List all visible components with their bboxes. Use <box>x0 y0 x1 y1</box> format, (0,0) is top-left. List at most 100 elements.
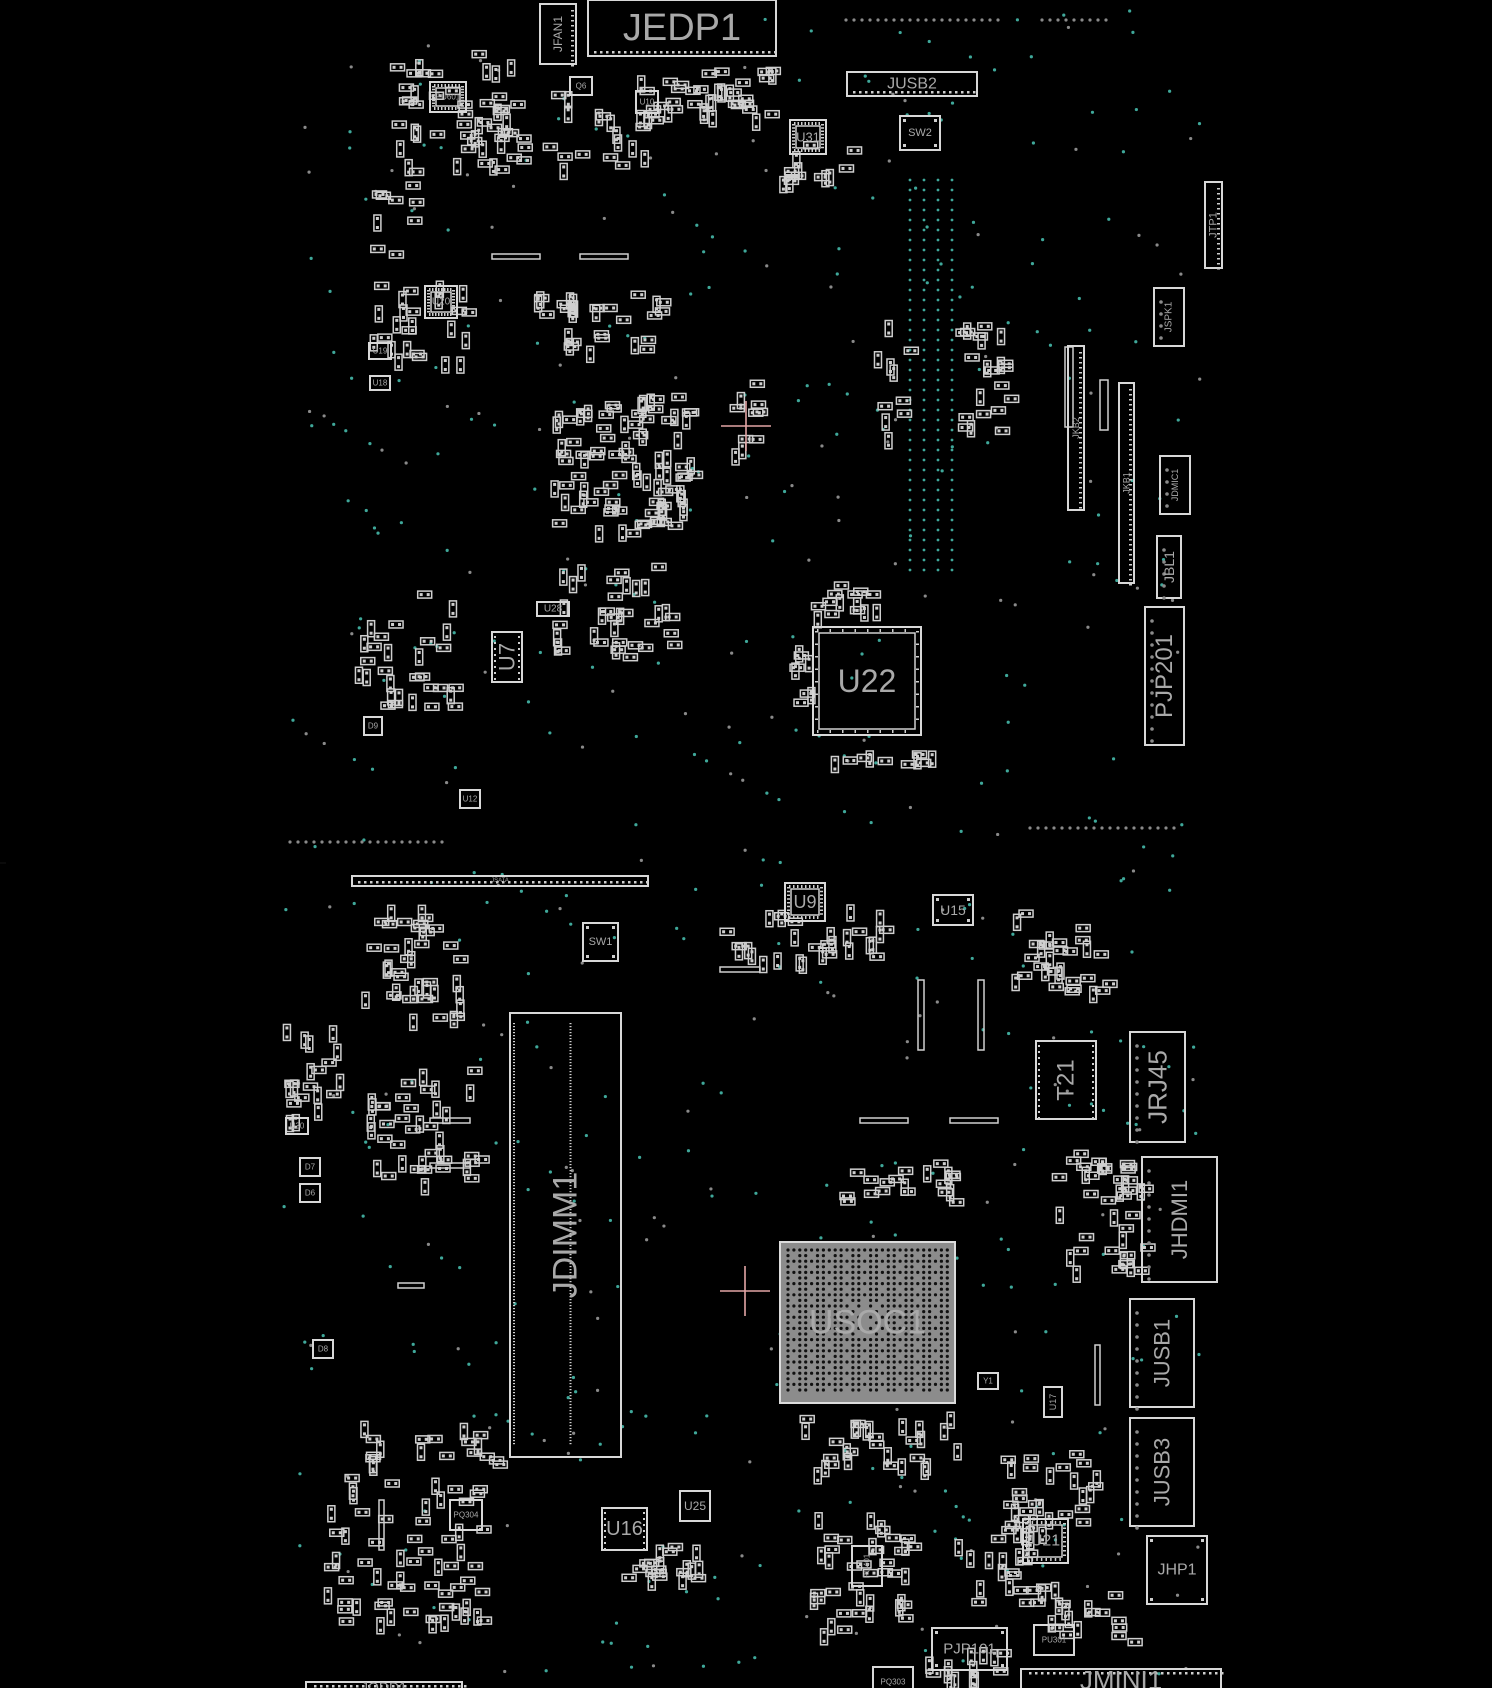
component-u30[interactable]: U30 <box>285 1117 309 1135</box>
component-u18[interactable]: U18 <box>369 375 391 391</box>
component-u20[interactable]: U20 <box>424 285 458 319</box>
via <box>923 1648 928 1653</box>
via <box>922 258 926 262</box>
via <box>940 469 944 473</box>
passive-component <box>479 98 496 108</box>
via <box>309 1343 313 1347</box>
component-t21[interactable]: T21 <box>1035 1040 1097 1120</box>
component-q6[interactable]: Q6 <box>569 76 593 96</box>
via <box>492 639 496 643</box>
passive-component <box>379 1119 395 1129</box>
passive-component <box>368 1455 378 1474</box>
component-jdimm1[interactable]: JDIMM1 <box>509 1012 622 1458</box>
via <box>936 178 940 182</box>
component-jfan1[interactable]: JFAN1 <box>539 3 577 67</box>
component-u10[interactable]: U10 <box>635 90 659 114</box>
via <box>1140 1358 1144 1362</box>
component-u25[interactable]: U25 <box>679 1490 711 1522</box>
component-sw1[interactable]: SW1 <box>582 922 619 962</box>
passive-component <box>687 470 704 480</box>
passive-component <box>654 605 663 623</box>
passive-component <box>384 959 393 977</box>
via <box>307 170 311 174</box>
component-jusb1[interactable]: JUSB1 <box>1129 1298 1195 1411</box>
component-pu301[interactable]: PU301 <box>1033 1624 1075 1656</box>
component-jtp1[interactable]: JTP1 <box>1204 181 1223 270</box>
component-u31[interactable]: U31 <box>789 119 827 155</box>
component-label: D7 <box>305 1163 316 1172</box>
via <box>992 68 997 72</box>
component-u19[interactable]: U19 <box>368 342 392 360</box>
component-pu601[interactable]: PU601 <box>429 81 467 113</box>
via <box>288 840 292 844</box>
component-u22[interactable]: U22 <box>812 626 922 736</box>
component-jspk1[interactable]: JSPK1 <box>1153 287 1185 347</box>
component-label: JTP1 <box>1208 212 1220 238</box>
component-sw2[interactable]: SW2 <box>899 115 941 151</box>
component-jmini1[interactable]: JMINI1 <box>1020 1665 1224 1688</box>
component-pq303[interactable]: PQ303 <box>872 1666 914 1688</box>
via <box>709 1187 713 1191</box>
via <box>1013 603 1017 607</box>
passive-component <box>410 123 420 142</box>
component-jsata[interactable]: JSATA <box>351 875 649 887</box>
via <box>737 1660 741 1664</box>
component-label: U18 <box>373 379 388 388</box>
component-jkb1[interactable]: JKB1 <box>1118 382 1135 586</box>
passive-component <box>419 1085 436 1094</box>
component-jedp1[interactable]: JEDP1 <box>587 0 777 57</box>
via <box>424 840 428 844</box>
via <box>936 438 940 442</box>
component-d6[interactable]: D6 <box>299 1183 321 1203</box>
via <box>922 288 926 292</box>
component-usoc1[interactable]: USOC1 <box>779 1241 956 1404</box>
via <box>758 1563 762 1568</box>
component-pu401[interactable]: PU401 <box>851 1545 883 1587</box>
component-d9[interactable]: D9 <box>363 716 383 736</box>
component-jdmic1[interactable]: JDMIC1 <box>1159 455 1191 515</box>
passive-component <box>906 1542 923 1551</box>
component-jkb2[interactable]: JKB2 <box>1067 345 1085 511</box>
passive-component <box>933 1159 949 1168</box>
passive-component <box>403 286 419 296</box>
passive-component <box>604 400 621 410</box>
passive-component <box>349 1486 358 1505</box>
marker-layer <box>720 401 771 1316</box>
via <box>530 1432 534 1436</box>
component-u12[interactable]: U12 <box>459 789 481 809</box>
component-u21[interactable]: U21 <box>1022 1518 1069 1564</box>
component-label: U10 <box>640 98 655 107</box>
via <box>936 188 940 192</box>
component-d8[interactable]: D8 <box>312 1339 334 1359</box>
via <box>595 1388 600 1392</box>
component-u7[interactable]: U7 <box>491 631 523 683</box>
via <box>908 538 912 542</box>
component-u15[interactable]: U15 <box>932 894 974 926</box>
component-jodd1[interactable]: JODD1 <box>305 1679 467 1688</box>
component-d7[interactable]: D7 <box>299 1157 321 1177</box>
component-jhdmi1[interactable]: JHDMI1 <box>1141 1156 1218 1283</box>
passive-component <box>362 668 371 687</box>
component-u17[interactable]: U17 <box>1043 1386 1063 1418</box>
component-pjp201[interactable]: PJP201 <box>1144 606 1185 746</box>
via <box>1176 650 1180 654</box>
component-pq304[interactable]: PQ304 <box>449 1499 483 1531</box>
component-u28[interactable]: U28 <box>536 601 570 617</box>
via <box>578 1458 583 1462</box>
via <box>825 1183 829 1187</box>
via <box>382 678 386 682</box>
via <box>328 840 332 844</box>
component-jusb2[interactable]: JUSB2 <box>846 71 978 97</box>
component-jrj45[interactable]: JRJ45 <box>1129 1031 1186 1144</box>
passive-component <box>865 590 882 599</box>
component-y1[interactable]: Y1 <box>977 1372 999 1390</box>
component-jbl1[interactable]: JBL1 <box>1156 535 1182 600</box>
component-jhp1[interactable]: JHP1 <box>1146 1535 1208 1605</box>
component-label: JUSB1 <box>1150 1319 1175 1387</box>
component-u16[interactable]: U16 <box>601 1507 648 1551</box>
component-u9[interactable]: U9 <box>784 882 826 922</box>
component-jusb3[interactable]: JUSB3 <box>1129 1417 1195 1530</box>
component-pjp101[interactable]: PJP101 <box>931 1627 1008 1671</box>
via <box>1148 826 1152 830</box>
